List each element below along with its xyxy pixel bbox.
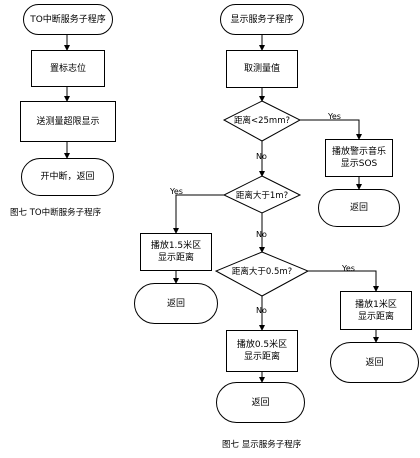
cond2-no-label: No [256, 230, 267, 239]
zone-1-return-label: 返回 [365, 357, 384, 368]
zone-15-return-label: 返回 [166, 298, 185, 309]
warning-process: 播放警示音乐 显示SOS [325, 139, 393, 177]
zone-05-line2: 显示距离 [243, 352, 280, 362]
cond2-yes-label: Yes [170, 187, 183, 196]
zone-05-line1: 播放0.5米区 [236, 340, 288, 350]
left-caption: 图七 TO中断服务子程序 [10, 208, 102, 218]
read-value-process: 取测量值 [226, 50, 298, 88]
decision-diamond-2 [222, 175, 302, 214]
zone-15-return-terminal: 返回 [134, 283, 218, 324]
cond3-yes-label: Yes [342, 264, 355, 273]
decision-diamond-3 [214, 251, 310, 297]
left-end-terminal: 开中断，返回 [21, 158, 114, 196]
left-start-terminal: TO中断服务子程序 [23, 4, 113, 35]
left-flag-label: 置标志位 [49, 63, 86, 74]
cond1-label: 距离<25mm? [233, 116, 290, 126]
right-caption: 图七 显示服务子程序 [222, 440, 302, 450]
left-flag-process: 置标志位 [31, 50, 105, 87]
zone-15-process: 播放1.5米区 显示距离 [140, 233, 212, 271]
decision-diamond-1 [222, 100, 302, 142]
left-start-label: TO中断服务子程序 [30, 14, 106, 25]
left-display-process: 送测量超限显示 [20, 101, 116, 142]
cond3-no-label: No [256, 306, 267, 315]
cond1-no-label: No [256, 152, 267, 161]
zone-1-line1: 播放1米区 [355, 299, 397, 310]
read-value-label: 取测量值 [243, 64, 280, 74]
zone-1-line2: 显示距离 [357, 311, 394, 322]
zone-05-return-terminal: 返回 [216, 382, 305, 423]
zone-1-return-terminal: 返回 [330, 342, 419, 383]
zone-05-process: 播放0.5米区 显示距离 [226, 330, 298, 372]
warning-return-label: 返回 [349, 203, 368, 213]
cond3-label: 距离大于0.5m? [231, 267, 293, 277]
warning-return-terminal: 返回 [318, 189, 400, 227]
zone-1-process: 播放1米区 显示距离 [340, 291, 412, 330]
zone-15-line1: 播放1.5米区 [150, 241, 202, 251]
warning-line1: 播放警示音乐 [331, 147, 386, 157]
warning-line2: 显示SOS [340, 159, 378, 169]
left-display-label: 送测量超限显示 [36, 116, 100, 127]
right-start-label: 显示服务子程序 [230, 14, 294, 25]
cond1-yes-label: Yes [328, 112, 341, 121]
zone-15-line2: 显示距离 [157, 253, 194, 263]
right-start-terminal: 显示服务子程序 [220, 4, 304, 35]
cond2-label: 距离大于1m? [235, 191, 289, 201]
left-end-label: 开中断，返回 [40, 172, 95, 182]
zone-05-return-label: 返回 [251, 397, 270, 408]
